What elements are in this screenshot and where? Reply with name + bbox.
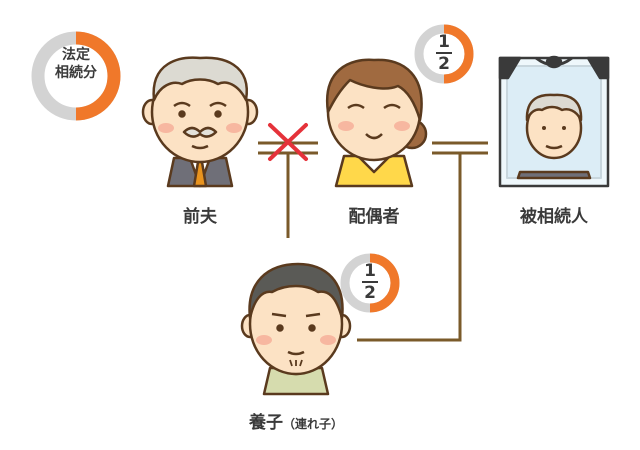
ex-husband-avatar	[141, 56, 259, 188]
stepchild-avatar	[240, 262, 352, 396]
fraction-bar	[362, 281, 378, 283]
stepchild-share-fraction: 1 2	[350, 261, 390, 303]
legend-badge-line2: 相続分	[55, 65, 97, 81]
stepchild-share-pie	[340, 253, 400, 313]
stepchild-share-numerator: 1	[364, 261, 376, 281]
stepchild-label: 養子（連れ子）	[226, 408, 366, 433]
legend-badge	[31, 31, 121, 121]
fraction-bar	[436, 52, 452, 54]
relationship-lines	[258, 141, 488, 342]
spouse-share-numerator: 1	[438, 32, 450, 52]
divorce-cross-icon	[268, 123, 308, 161]
stepchild-label-main: 養子	[248, 413, 283, 433]
deceased-label: 被相続人	[520, 207, 588, 227]
stepchild-share-denominator: 2	[364, 283, 376, 303]
legend-badge-label: 法定 相続分	[40, 46, 112, 82]
legend-badge-line1: 法定	[62, 47, 90, 63]
stepchild-label-sub: （連れ子）	[282, 417, 343, 431]
spouse-share-fraction: 1 2	[424, 32, 464, 74]
spouse-share-denominator: 2	[438, 54, 450, 74]
spouse-label: 配偶者	[348, 207, 400, 227]
spouse-avatar	[325, 58, 428, 188]
spouse-share-pie	[414, 24, 474, 84]
ex-husband-label: 前夫	[183, 207, 217, 227]
deceased-portrait	[498, 55, 610, 188]
